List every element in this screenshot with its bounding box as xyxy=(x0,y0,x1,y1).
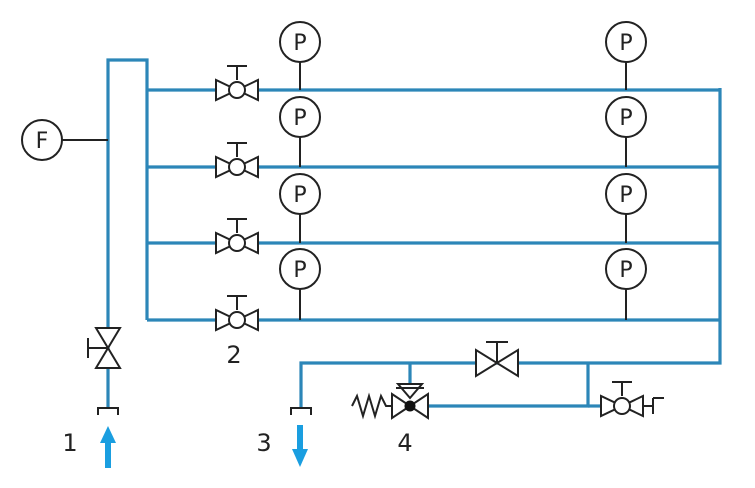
pressure-gauge: P xyxy=(605,248,647,320)
pressure-gauge: P xyxy=(605,21,647,90)
branch-valves xyxy=(215,65,259,332)
pressure-gauge: P xyxy=(279,21,321,90)
spring-icon xyxy=(351,392,392,420)
callout-line-valve: 2 xyxy=(226,341,241,369)
pressure-gauge: P xyxy=(279,96,321,167)
callouts: 1 2 3 4 xyxy=(62,341,412,457)
ball-valve xyxy=(215,65,259,102)
ball-valve xyxy=(215,295,259,332)
callout-relief-valve: 4 xyxy=(397,429,412,457)
ball-valve xyxy=(215,142,259,179)
pressure-gauge: P xyxy=(279,173,321,243)
callout-inlet: 1 xyxy=(62,429,77,457)
pressure-gauge-label: P xyxy=(619,106,632,131)
drain-ball-valve xyxy=(600,381,664,418)
flow-gauge-label: F xyxy=(36,129,49,154)
relief-valve xyxy=(351,383,429,420)
manifold-column xyxy=(106,58,149,320)
inlet-gate-valve xyxy=(87,327,122,369)
flow-gauge-circle xyxy=(21,119,63,161)
pressure-gauge-label: P xyxy=(619,31,632,56)
bypass-loop xyxy=(410,363,590,408)
ball-valve xyxy=(215,218,259,255)
inlet-arrow-icon xyxy=(100,426,116,468)
pressure-gauge: P xyxy=(605,173,647,243)
pressure-gauge: P xyxy=(279,248,321,320)
flow-arrows xyxy=(100,425,308,468)
pressure-gauge-label: P xyxy=(293,258,306,283)
pressure-gauge-label: P xyxy=(293,183,306,208)
pressure-gauges: P P P P P P P xyxy=(279,21,647,320)
pressure-gauge-label: P xyxy=(293,31,306,56)
flow-gauge: F xyxy=(21,119,108,161)
bypass-gate-valve xyxy=(475,341,519,378)
relief-valve-ball xyxy=(404,400,416,412)
pressure-gauge-label: P xyxy=(619,183,632,208)
pipe-ends xyxy=(97,407,312,415)
pressure-gauge-label: P xyxy=(293,106,306,131)
outlet-arrow-icon xyxy=(292,425,308,467)
pressure-gauge: P xyxy=(605,96,647,167)
callout-outlet: 3 xyxy=(256,429,271,457)
pressure-gauge-label: P xyxy=(619,258,632,283)
